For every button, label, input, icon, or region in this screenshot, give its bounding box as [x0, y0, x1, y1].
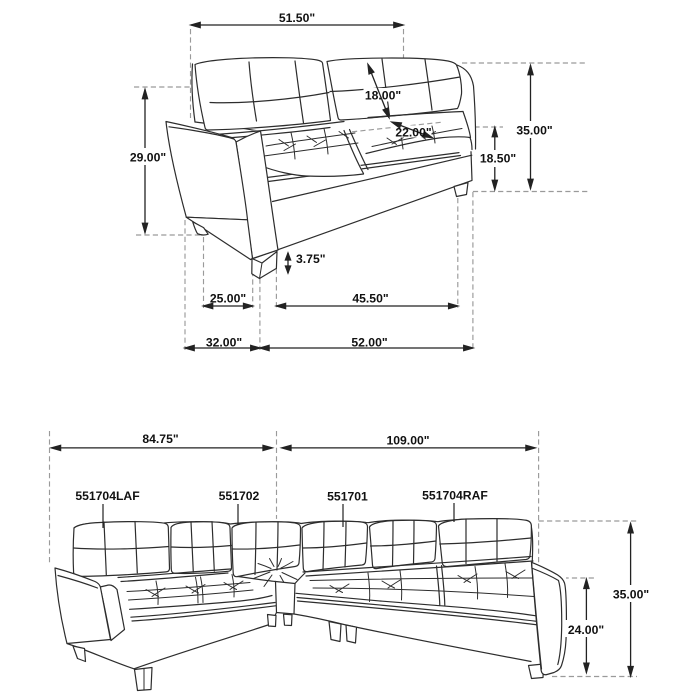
svg-text:551702: 551702 — [219, 489, 260, 503]
svg-text:551704LAF: 551704LAF — [75, 489, 139, 503]
svg-text:51.50": 51.50" — [279, 11, 315, 25]
svg-text:35.00": 35.00" — [613, 588, 649, 602]
svg-text:29.00": 29.00" — [130, 151, 166, 165]
svg-text:109.00": 109.00" — [386, 434, 429, 448]
svg-text:84.75": 84.75" — [142, 432, 178, 446]
svg-text:3.75": 3.75" — [296, 252, 326, 266]
svg-text:45.50": 45.50" — [352, 292, 388, 306]
svg-text:25.00": 25.00" — [210, 292, 246, 306]
svg-text:18.00": 18.00" — [365, 89, 401, 103]
svg-text:52.00": 52.00" — [351, 336, 387, 350]
svg-text:551704RAF: 551704RAF — [422, 489, 488, 503]
svg-text:551701: 551701 — [327, 490, 368, 504]
svg-text:18.50": 18.50" — [480, 152, 516, 166]
svg-text:24.00": 24.00" — [568, 623, 604, 637]
svg-text:32.00": 32.00" — [206, 336, 242, 350]
svg-text:22.00": 22.00" — [395, 126, 431, 140]
svg-text:35.00": 35.00" — [516, 124, 552, 138]
